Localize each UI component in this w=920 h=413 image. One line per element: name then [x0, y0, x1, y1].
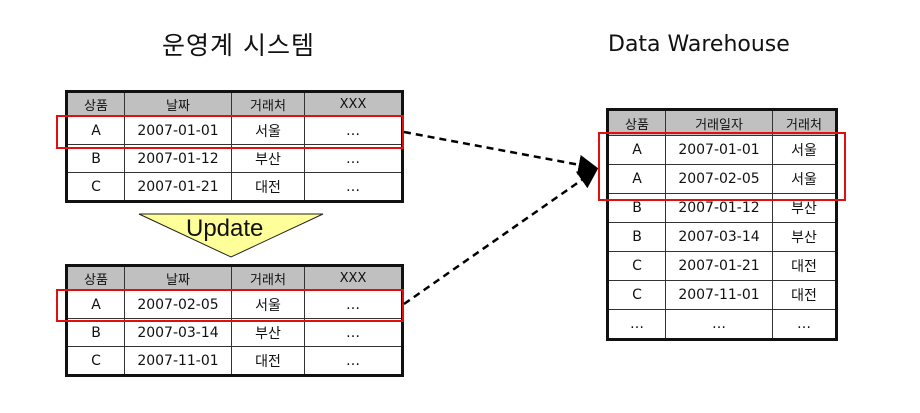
cell: …	[304, 172, 403, 202]
table-row: C 2007-01-21 대전 …	[66, 172, 403, 202]
cell: 부산	[231, 318, 305, 347]
col-header-trade-date: 거래일자	[665, 109, 773, 136]
cell: …	[304, 290, 403, 319]
cell: C	[607, 251, 666, 281]
highlight-box-before-row-a	[56, 115, 404, 149]
cell: 2007-11-01	[665, 280, 773, 310]
table-row: ………	[607, 309, 837, 340]
update-label: Update	[186, 215, 264, 242]
cell: 2007-11-01	[124, 346, 232, 376]
col-header-product: 상품	[66, 265, 125, 291]
cell: 대전	[231, 172, 305, 202]
cell: 부산	[772, 193, 837, 223]
cell: …	[772, 309, 837, 340]
cell: 부산	[772, 222, 837, 252]
cell: C	[66, 346, 125, 376]
table-header-row: 상품 거래일자 거래처	[607, 109, 837, 136]
highlight-box-after-row-a	[56, 289, 404, 322]
arrow-before-to-warehouse	[403, 130, 599, 175]
update-arrow-shape	[138, 213, 324, 258]
cell: A	[607, 164, 666, 194]
cell: B	[607, 222, 666, 252]
operational-table-before: 상품 날짜 거래처 XXX A 2007-01-01 서울 … B 2007-0…	[65, 90, 404, 203]
cell: 대전	[231, 346, 305, 376]
table-row: A 2007-01-01 서울 …	[66, 116, 403, 145]
cell: C	[66, 172, 125, 202]
cell: 2007-01-01	[124, 116, 232, 145]
update-triangle-icon	[138, 213, 324, 258]
cell: 2007-03-14	[665, 222, 773, 252]
cell: A	[66, 290, 125, 319]
col-header-vendor: 거래처	[231, 91, 305, 117]
operational-system-title: 운영계 시스템	[162, 31, 315, 60]
cell: …	[304, 318, 403, 347]
arrow-after-to-warehouse	[403, 168, 599, 306]
table-row: A 2007-02-05 서울 …	[66, 290, 403, 319]
cell: 2007-01-21	[665, 251, 773, 281]
cell: …	[304, 346, 403, 376]
cell: 2007-01-01	[665, 135, 773, 165]
table-row: B 2007-03-14 부산 …	[66, 318, 403, 347]
col-header-product: 상품	[607, 109, 666, 136]
highlight-box-warehouse-rows-a	[598, 132, 846, 201]
operational-table-after: 상품 날짜 거래처 XXX A 2007-02-05 서울 … B 2007-0…	[65, 264, 404, 377]
cell: …	[607, 309, 666, 340]
table-header-row: 상품 날짜 거래처 XXX	[66, 265, 403, 291]
table-row: C 2007-11-01 대전 …	[66, 346, 403, 376]
data-warehouse-title: Data Warehouse	[608, 32, 790, 57]
cell: 2007-01-21	[124, 172, 232, 202]
table-header-row: 상품 날짜 거래처 XXX	[66, 91, 403, 117]
cell: …	[304, 116, 403, 145]
cell: 서울	[772, 135, 837, 165]
cell: 대전	[772, 280, 837, 310]
cell: 서울	[772, 164, 837, 194]
col-header-date: 날짜	[124, 265, 232, 291]
col-header-vendor: 거래처	[231, 265, 305, 291]
cell: 서울	[231, 116, 305, 145]
